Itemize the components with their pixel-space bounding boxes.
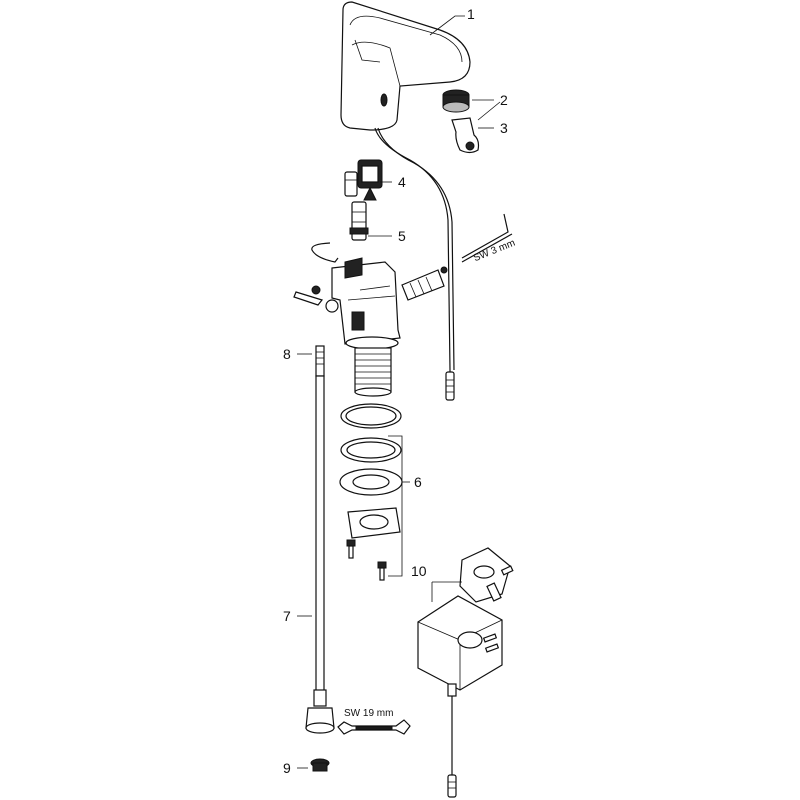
power-adapter [417, 595, 503, 697]
callout-6: 6 [414, 474, 422, 490]
solenoid-valve [344, 159, 383, 201]
valve-housing [331, 257, 401, 350]
callout-9: 9 [283, 760, 291, 776]
cartridge [349, 201, 369, 241]
mounting-set [339, 403, 403, 581]
aerator-key [451, 117, 480, 154]
callout-10: 10 [411, 563, 427, 579]
hex-key-tool [461, 213, 509, 259]
plug-adapter [459, 547, 514, 603]
small-ball [311, 285, 321, 295]
callout-8: 8 [283, 346, 291, 362]
callout-5: 5 [398, 228, 406, 244]
callout-4: 4 [398, 174, 406, 190]
small-pin [293, 291, 324, 306]
retaining-clip [311, 242, 339, 263]
o-ring-small [325, 299, 339, 313]
wrench-size-label: SW 19 mm [344, 708, 394, 719]
side-cartridge [401, 266, 448, 301]
callout-1: 1 [467, 6, 475, 22]
callout-2: 2 [500, 92, 508, 108]
threaded-shank [354, 347, 392, 397]
filter-washer [310, 758, 330, 772]
aerator [442, 89, 470, 113]
callout-7: 7 [283, 608, 291, 624]
faucet-body [340, 1, 471, 131]
callout-3: 3 [500, 120, 508, 136]
flexible-hose [305, 345, 335, 734]
wrench-tool [337, 719, 411, 735]
adapter-connector [447, 774, 457, 798]
